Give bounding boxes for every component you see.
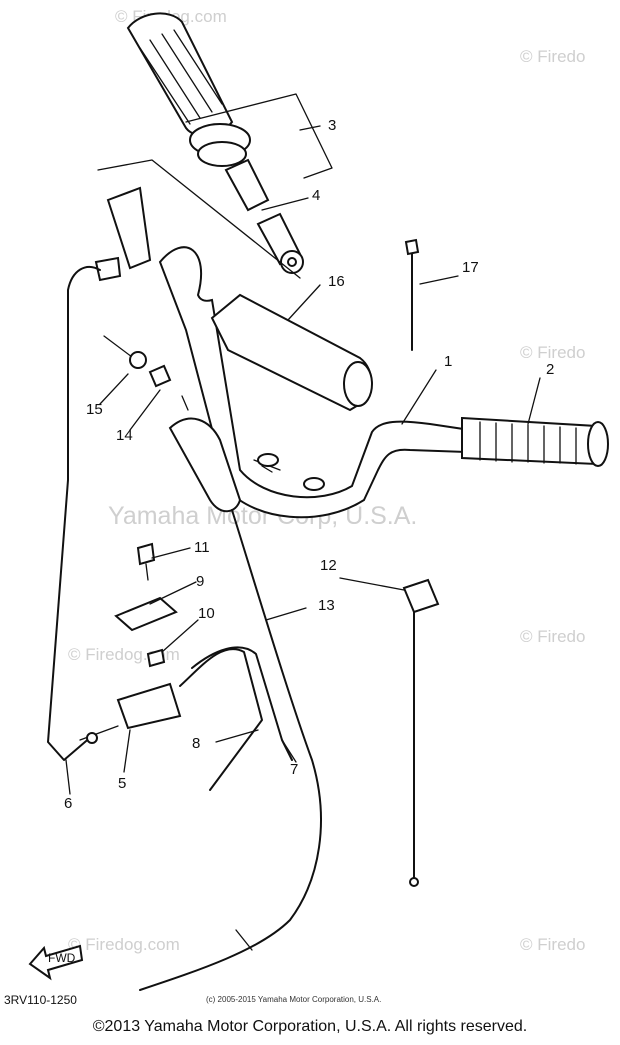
lever-assembly [47,256,242,761]
callout-bracket-left [97,159,301,279]
callout-8: 8 [192,735,200,752]
choke-cable [402,578,440,887]
callout-16: 16 [328,273,345,290]
callout-9: 9 [196,573,204,590]
callout-5: 5 [118,775,126,792]
watermark-bottom-right: © Firedo [520,935,585,954]
footer-copyright: ©2013 Yamaha Motor Corporation, U.S.A. A… [92,1018,528,1035]
handlebar [158,246,472,519]
right-grip [461,416,609,467]
callout-3: 3 [328,117,336,134]
callout-17: 17 [462,259,479,276]
watermark-top-right: © Firedo [520,47,585,66]
inner-copyright: (c) 2005-2015 Yamaha Motor Corporation, … [206,995,381,1004]
callout-14: 14 [116,427,133,444]
callout-6: 6 [64,795,72,812]
cable-tie [404,238,420,351]
callout-1: 1 [444,353,452,370]
callout-15: 15 [86,401,103,418]
watermark-mid-right: © Firedo [520,343,585,362]
callout-12: 12 [320,557,337,574]
callout-11: 11 [194,539,210,556]
callout-bracket-3 [185,93,333,179]
throttle-cable [139,509,322,991]
callout-7: 7 [290,761,298,778]
throttle-cable-end [235,929,253,951]
callout-13: 13 [318,597,335,614]
fwd-arrow: FWD [28,944,84,981]
watermark-bottom: © Firedog.com [68,935,180,954]
leader-lines [65,125,541,795]
handlebar-pad [210,293,373,412]
throttle-tube [224,158,304,274]
watermark-lower-right: © Firedo [520,627,585,646]
left-bar-end [106,186,152,270]
fwd-label: FWD [48,951,76,965]
callout-2: 2 [546,361,554,378]
diagram-code: 3RV110-1250 [4,993,77,1007]
throttle-grip [126,12,251,167]
callout-4: 4 [312,187,320,204]
callout-10: 10 [198,605,215,622]
switch-lead-8 [179,648,263,791]
switch-lead-7 [191,646,293,761]
switch-assembly [79,542,182,744]
